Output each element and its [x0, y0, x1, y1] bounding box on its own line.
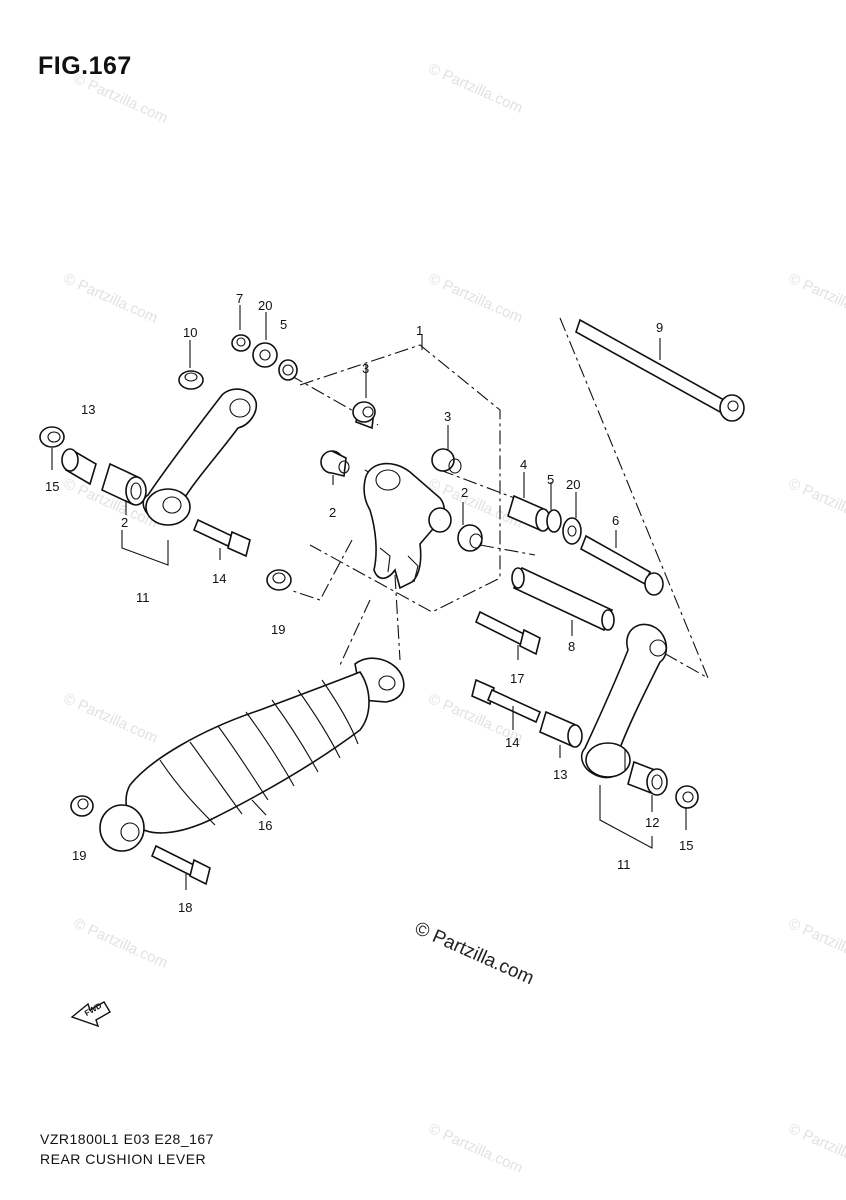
callout-8: 8	[568, 639, 576, 654]
lever-arm-right	[581, 623, 668, 779]
assembly-guide-lines	[299, 344, 501, 613]
diagram-caption: REAR CUSHION LEVER	[40, 1151, 207, 1167]
bolt-14-lower	[471, 678, 542, 724]
callout-20: 20	[258, 298, 273, 313]
bearing-2-upper	[320, 450, 350, 477]
bearing-3-upper	[352, 401, 376, 430]
nut-15-right	[675, 785, 699, 809]
callout-2: 2	[461, 485, 469, 500]
model-code: VZR1800L1 E03 E28_167	[40, 1131, 214, 1147]
callout-2: 2	[329, 505, 337, 520]
leader-lines	[51, 305, 687, 890]
lever-arm-left	[142, 388, 258, 526]
figure-title: FIG.167	[38, 52, 132, 80]
callout-13: 13	[81, 402, 96, 417]
bolt-guide-lines	[559, 317, 710, 680]
bolt-9	[575, 318, 745, 422]
callout-19: 19	[72, 848, 87, 863]
spacer-4	[507, 494, 551, 532]
spacer-13-lower	[539, 710, 583, 748]
callout-11: 11	[617, 857, 631, 872]
cushion-lever-1	[363, 462, 452, 590]
spacer-13-left	[61, 448, 97, 486]
callout-5: 5	[280, 317, 288, 332]
group-bracket-11-left	[121, 530, 169, 566]
fwd-arrow-icon	[70, 1001, 111, 1028]
washer-20	[252, 342, 278, 368]
rear-shock-absorber-16	[99, 657, 405, 852]
spacer-5	[278, 359, 298, 381]
nut-19-lower	[70, 795, 94, 817]
bearing-3-right	[431, 448, 462, 474]
callout-10: 10	[183, 325, 198, 340]
bearing-12-right	[627, 760, 668, 796]
nut-10	[178, 370, 204, 390]
callout-4: 4	[520, 457, 528, 472]
callout-12: 12	[645, 815, 660, 830]
bolt-6	[580, 534, 664, 596]
callout-11: 11	[136, 590, 150, 605]
callout-2: 2	[121, 515, 129, 530]
callout-13: 13	[553, 767, 568, 782]
callout-7: 7	[236, 291, 244, 306]
bolt-14-upper	[192, 518, 251, 558]
spacer-8	[511, 566, 615, 632]
callout-16: 16	[258, 818, 273, 833]
bolt-17	[474, 610, 541, 656]
callout-17: 17	[510, 671, 525, 686]
group-bracket-11-right	[599, 785, 653, 849]
washer-20-lower	[562, 517, 582, 545]
callout-3: 3	[362, 361, 370, 376]
callout-6: 6	[612, 513, 620, 528]
bearing-2-right	[457, 524, 483, 552]
callout-15: 15	[45, 479, 60, 494]
nut-15-left	[39, 426, 65, 448]
callout-3: 3	[444, 409, 452, 424]
callout-15: 15	[679, 838, 694, 853]
callout-1: 1	[416, 323, 424, 338]
callout-14: 14	[212, 571, 227, 586]
callout-9: 9	[656, 320, 664, 335]
callout-5: 5	[547, 472, 555, 487]
callout-20: 20	[566, 477, 581, 492]
collar-7	[231, 334, 251, 352]
callout-19: 19	[271, 622, 286, 637]
callout-14: 14	[505, 735, 520, 750]
bearing-12-left	[101, 462, 147, 506]
spacer-5-lower	[546, 509, 562, 533]
callout-18: 18	[178, 900, 193, 915]
nut-19-upper	[266, 569, 292, 591]
bolt-18	[150, 844, 211, 886]
